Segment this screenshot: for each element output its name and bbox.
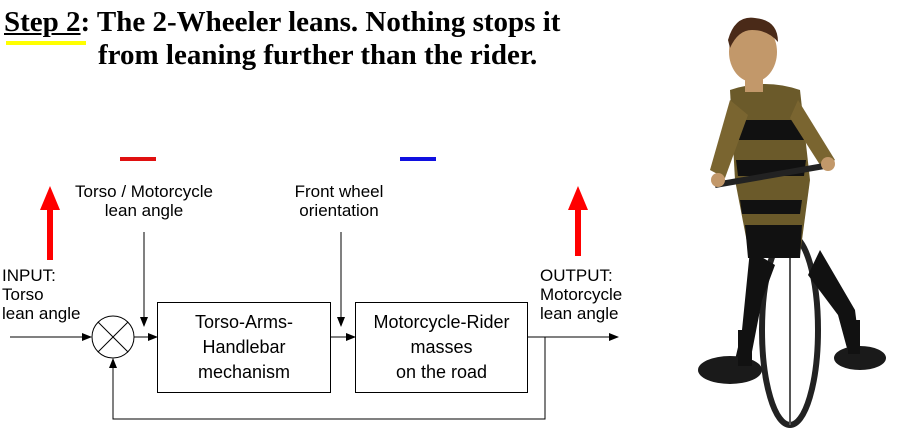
heading-line2: from leaning further than the rider. <box>98 39 538 71</box>
summing-junction <box>91 315 135 359</box>
output-red-arrow <box>568 186 588 256</box>
diagram-lines <box>10 157 619 420</box>
page-heading: Step 2: The 2-Wheeler leans. Nothing sto… <box>4 6 644 72</box>
rider-on-bicycle-photo <box>698 17 886 428</box>
input-label: INPUT: Torso lean angle <box>2 266 81 323</box>
step-label: Step 2 <box>4 6 81 38</box>
motorcycle-rider-masses-block: Motorcycle-Rider masses on the road <box>355 302 528 393</box>
red-marker <box>120 157 156 161</box>
output-label: OUTPUT: Motorcycle lean angle <box>540 266 623 323</box>
torso-moto-lean-label: Torso / Motorcycle lean angle <box>75 182 213 220</box>
torso-arms-handlebar-block: Torso-Arms- Handlebar mechanism <box>157 302 331 393</box>
blue-marker <box>400 157 436 161</box>
step-highlight-bar <box>6 41 86 45</box>
front-wheel-orientation-label: Front wheel orientation <box>294 182 384 220</box>
input-red-arrow <box>40 186 60 260</box>
heading-line1: : The 2-Wheeler leans. Nothing stops it <box>80 6 561 38</box>
